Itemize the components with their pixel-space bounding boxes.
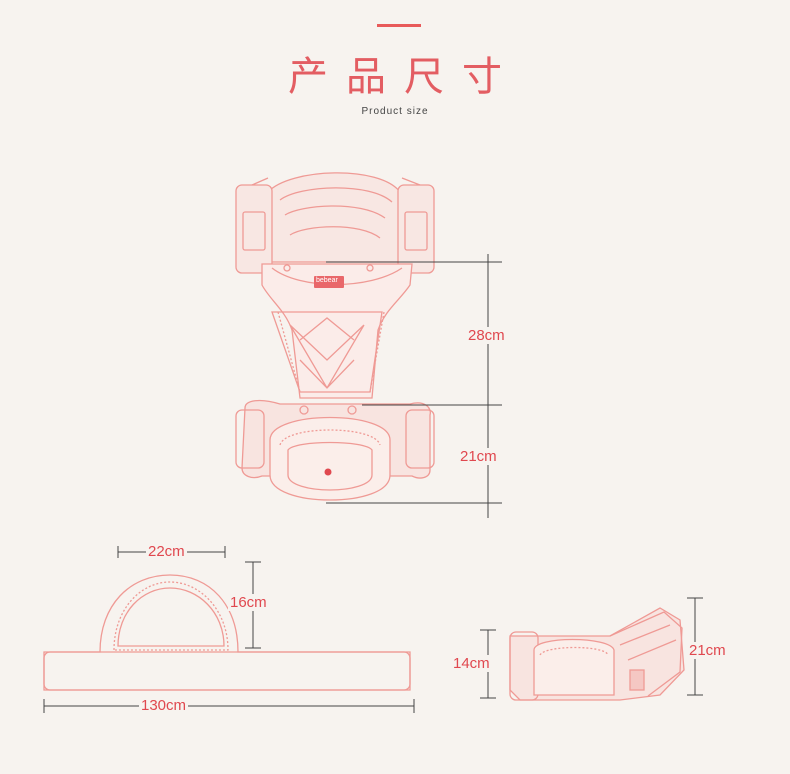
seat-dot <box>324 468 332 476</box>
carrier-dimension-lines <box>326 254 502 518</box>
dim-belt-length: 130cm <box>139 697 189 714</box>
page-title: 产品尺寸 <box>288 54 520 100</box>
accent-bar <box>377 24 421 27</box>
seat-top-illustration <box>43 574 411 691</box>
dim-side-height: 14cm <box>451 655 492 672</box>
brand-label: bebear <box>316 277 338 284</box>
dim-carrier-upper: 28cm <box>466 327 507 344</box>
dim-carrier-lower: 21cm <box>458 448 499 465</box>
carrier-front-illustration <box>235 172 435 501</box>
page-subtitle: Product size <box>361 106 429 117</box>
dim-seat-height: 16cm <box>228 594 269 611</box>
brand-tag <box>314 276 344 288</box>
dim-side-total: 21cm <box>687 642 728 659</box>
side-view-illustration <box>509 607 685 701</box>
dim-seat-width: 22cm <box>146 543 187 560</box>
